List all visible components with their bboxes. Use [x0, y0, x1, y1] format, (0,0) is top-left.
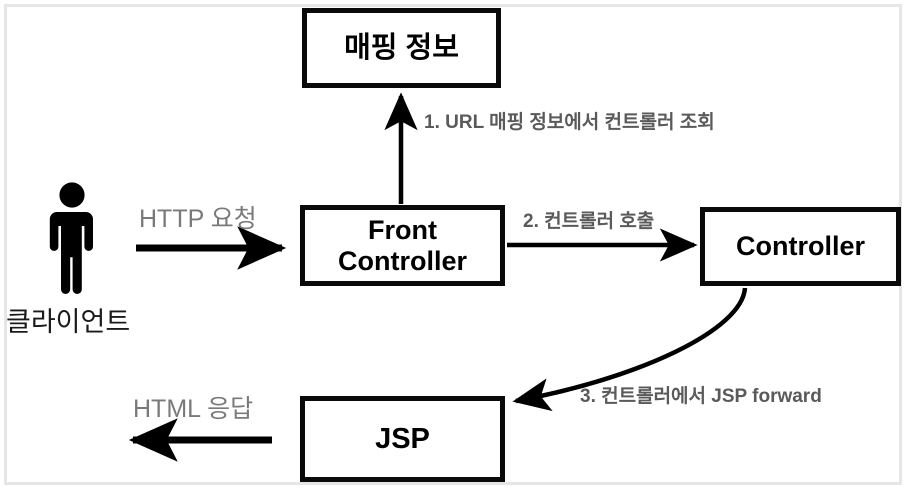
edge-label-step-2: 2. 컨트롤러 호출	[523, 211, 655, 232]
node-controller[interactable]: Controller	[700, 207, 901, 286]
node-mapping-info[interactable]: 매핑 정보	[302, 8, 501, 88]
node-jsp[interactable]: JSP	[300, 396, 505, 482]
edge-label-step-3: 3. 컨트롤러에서 JSP forward	[580, 386, 822, 407]
person-icon	[49, 182, 93, 294]
edge-label-html-response: HTML 응답	[133, 395, 254, 423]
node-front-controller[interactable]: Front Controller	[300, 205, 505, 286]
label-client: 클라이언트	[6, 307, 131, 337]
edge-label-step-1: 1. URL 매핑 정보에서 컨트롤러 조회	[424, 112, 715, 133]
edge-label-http-request: HTTP 요청	[139, 205, 257, 233]
